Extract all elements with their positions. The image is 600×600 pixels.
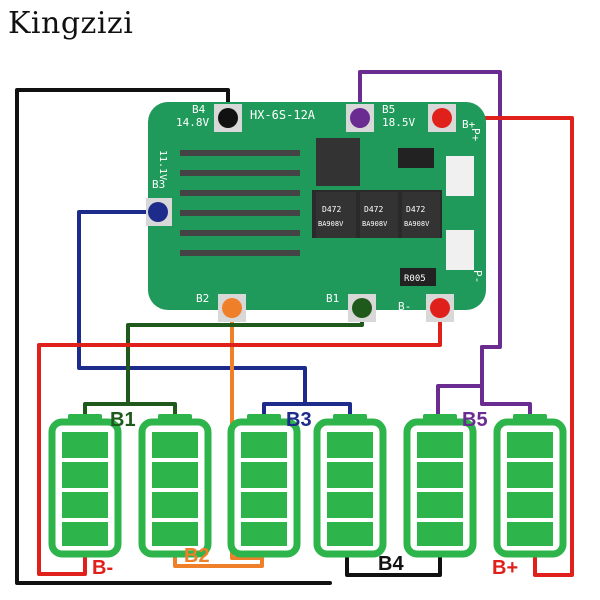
pad-label-bplus: B+ bbox=[462, 118, 476, 131]
chip-label-ba-3: BA908V bbox=[404, 220, 430, 228]
brand-watermark: Kingzizi bbox=[8, 6, 134, 41]
header-p-plus bbox=[446, 156, 474, 196]
board-model: HX-6S-12A bbox=[250, 108, 316, 122]
wire-b1-green-right bbox=[126, 402, 177, 416]
pad-voltage-b4: 14.8V bbox=[176, 116, 209, 129]
tap-label-b1: B1 bbox=[110, 409, 136, 431]
pad-voltage-b2: 7.4V bbox=[180, 308, 207, 321]
chip-d472-top bbox=[316, 138, 360, 186]
resistor-r005 bbox=[400, 268, 436, 286]
wire-b4-black bbox=[15, 88, 332, 585]
wire-bplus-red bbox=[440, 116, 574, 577]
pad-bplus bbox=[428, 104, 456, 132]
wire-b1-green bbox=[83, 306, 364, 416]
tap-label-b3: B3 bbox=[286, 409, 312, 431]
pad-bminus bbox=[426, 294, 454, 322]
chip-label-d472-2: D472 bbox=[364, 205, 383, 214]
pad-label-b1: B1 bbox=[326, 292, 339, 305]
pad-label-b5: B5 bbox=[382, 103, 395, 116]
battery-5 bbox=[403, 414, 477, 558]
wire-b3-blue-right bbox=[303, 402, 352, 416]
side-label-p-minus: P- bbox=[471, 270, 484, 283]
chip-d472-1 bbox=[316, 192, 356, 238]
bottom-label-b-minus: B- bbox=[92, 557, 113, 579]
battery-4 bbox=[313, 414, 387, 558]
chip-d472-3 bbox=[402, 192, 440, 238]
pad-voltage-b3: 11.1V bbox=[157, 150, 168, 180]
battery-2 bbox=[138, 414, 212, 558]
bottom-label-b-plus: B+ bbox=[492, 557, 518, 579]
chip-label-d472-3: D472 bbox=[406, 205, 425, 214]
pad-label-b2: B2 bbox=[196, 292, 209, 305]
chip-small bbox=[398, 148, 434, 168]
chip-label-r005: R005 bbox=[404, 274, 426, 284]
pad-b4 bbox=[214, 104, 242, 132]
bottom-label-b2: B2 bbox=[184, 545, 210, 567]
pad-b5 bbox=[346, 104, 374, 132]
wire-b3-blue bbox=[77, 210, 307, 416]
wire-bminus-red bbox=[37, 306, 442, 576]
pad-label-b4: B4 bbox=[192, 103, 206, 116]
pad-label-bminus: B- bbox=[398, 300, 411, 313]
pad-b1 bbox=[348, 294, 376, 322]
pad-voltage-b5: 18.5V bbox=[382, 116, 415, 129]
battery-6 bbox=[493, 414, 567, 558]
wire-b5-purple bbox=[358, 70, 502, 416]
pad-label-b3: B3 bbox=[152, 178, 165, 191]
chip-label-ba-2: BA908V bbox=[362, 220, 388, 228]
chip-d472-2 bbox=[360, 192, 398, 238]
battery-pack bbox=[48, 414, 567, 558]
bms-board: HX-6S-12A B4 14.8V B5 18.5V B+ B3 11.1V … bbox=[146, 102, 486, 322]
pad-voltage-b1: 3.7V bbox=[310, 308, 337, 321]
tap-label-b5: B5 bbox=[462, 409, 488, 431]
header-p-minus bbox=[446, 230, 474, 270]
side-label-p-plus: P+ bbox=[469, 128, 482, 142]
chip-label-ba-1: BA908V bbox=[318, 220, 344, 228]
battery-1 bbox=[48, 414, 122, 558]
wire-b5-purple-right bbox=[480, 345, 532, 416]
wire-b4-black-batt bbox=[345, 556, 442, 577]
chip-label-d472-1: D472 bbox=[322, 205, 341, 214]
pad-b2 bbox=[218, 294, 246, 322]
pad-b3 bbox=[146, 198, 172, 226]
battery-3 bbox=[227, 414, 301, 558]
component-rows bbox=[180, 150, 300, 256]
bottom-label-b4: B4 bbox=[378, 553, 404, 575]
